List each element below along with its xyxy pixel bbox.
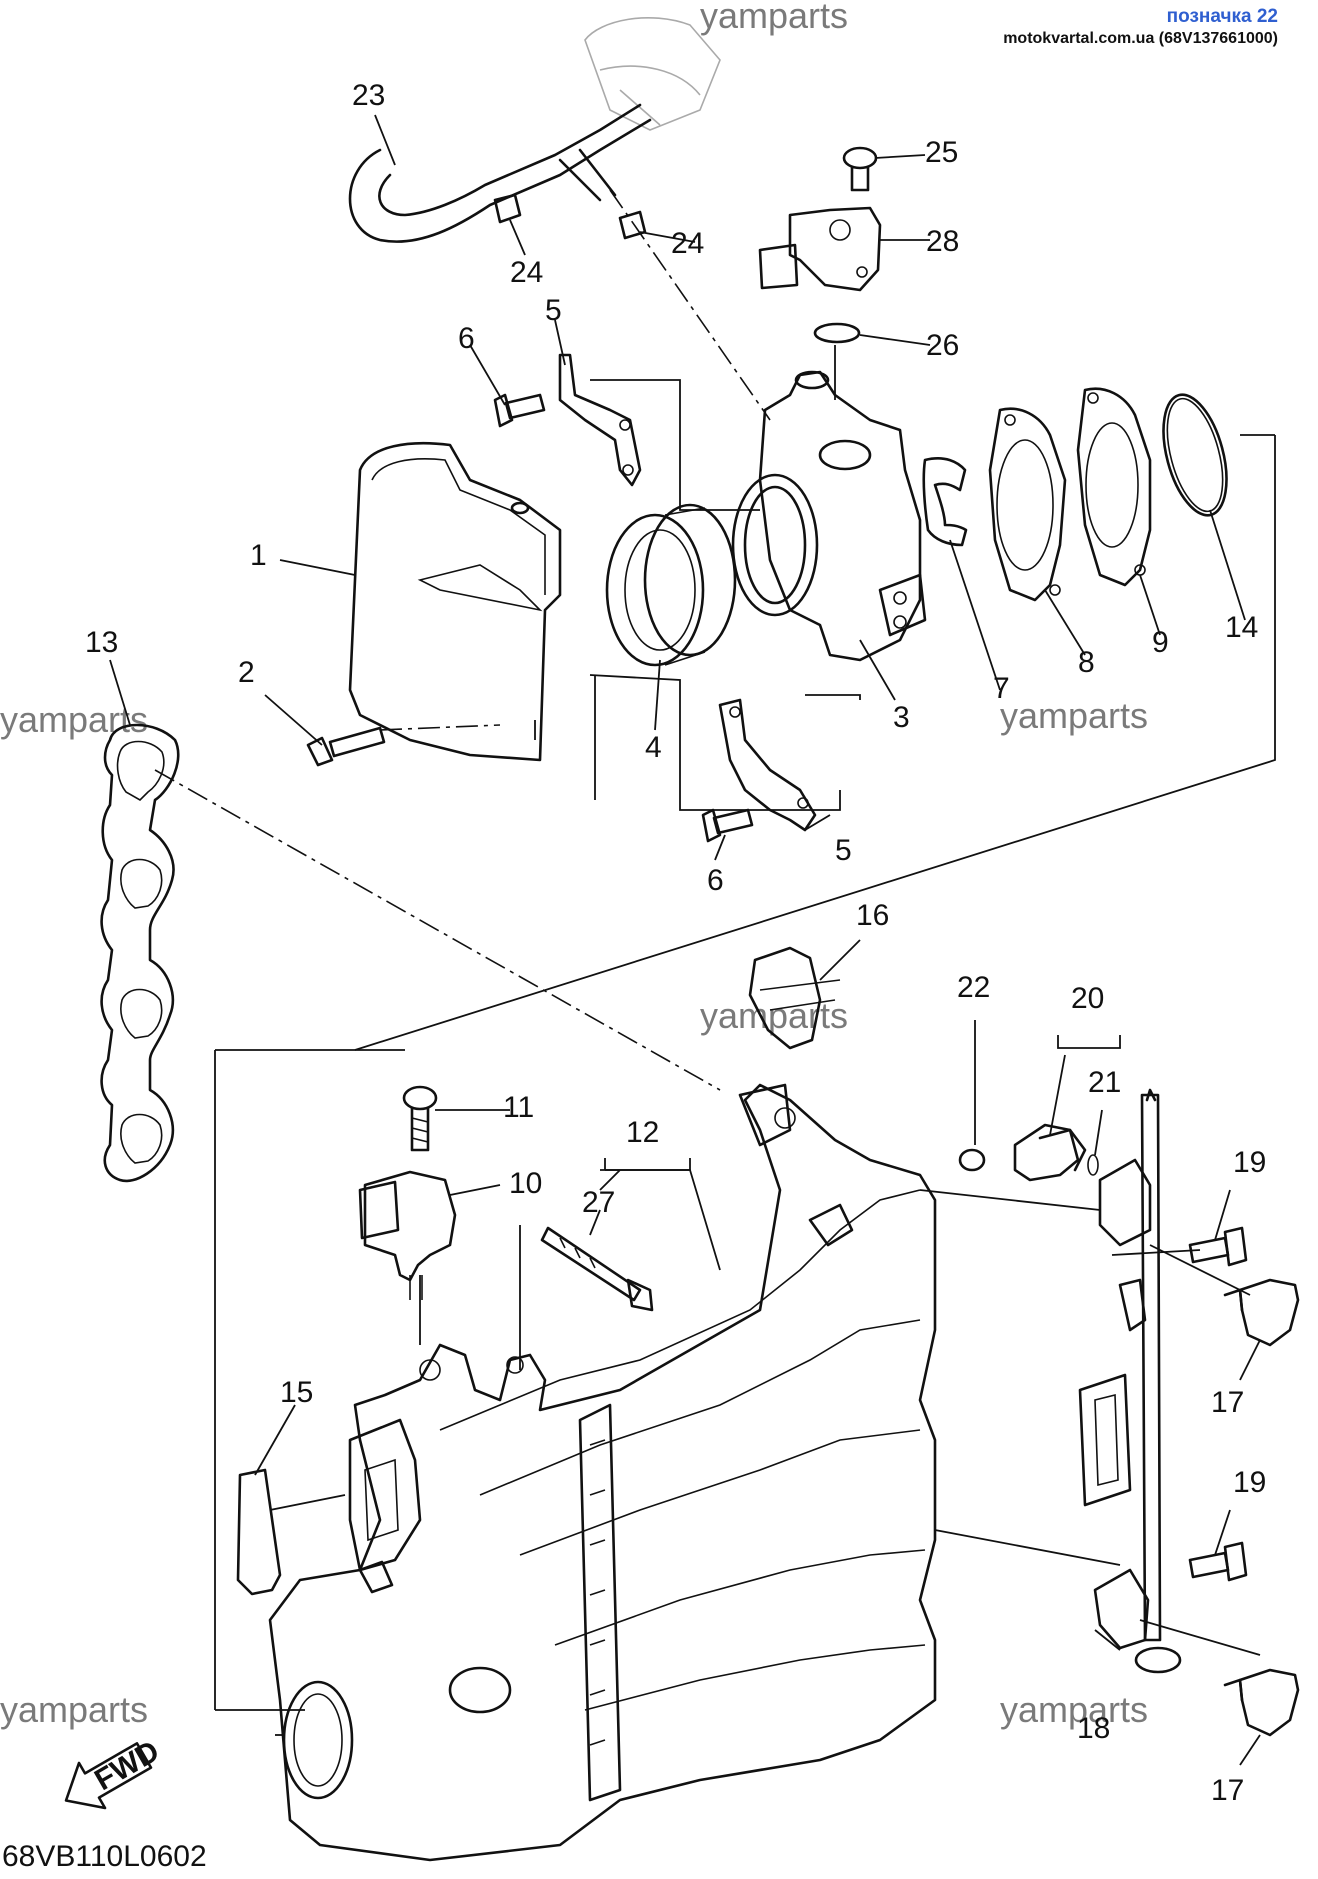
part-25-screw [842, 146, 878, 192]
part-19-bolt [1188, 1541, 1248, 1582]
watermark: yamparts [700, 0, 848, 36]
callout-6-upper: 6 [458, 322, 475, 355]
part-22-seal [958, 1148, 986, 1172]
fwd-direction-arrow: FWD [64, 1734, 165, 1810]
callout-15: 15 [280, 1376, 313, 1409]
watermark: yamparts [1000, 695, 1148, 736]
callout-3: 3 [893, 701, 910, 734]
part-11-screw [402, 1085, 438, 1152]
part-5-bracket [718, 698, 817, 832]
callout-20: 20 [1071, 982, 1104, 1015]
part-27-bolt [540, 1226, 654, 1312]
callout-25: 25 [925, 136, 958, 169]
part-21-o-ring [1087, 1154, 1099, 1176]
part-4-sleeve [605, 503, 737, 667]
part-23-hose [348, 103, 652, 243]
part-16-clip [748, 946, 841, 1050]
part-8-gasket [988, 407, 1067, 602]
callout-12: 12 [626, 1116, 659, 1149]
part-7-seal [922, 457, 968, 547]
part-24-clamp [493, 193, 647, 240]
part-14-o-ring [1162, 393, 1228, 517]
page-header: позначка 22 motokvartal.com.ua (68V13766… [1003, 6, 1278, 50]
part-10-sensor [358, 1170, 457, 1300]
header-title: позначка 22 [1166, 6, 1278, 27]
part-17-connector [1223, 1278, 1300, 1347]
part-12-intake-manifold [268, 1083, 937, 1862]
callout-6-lower: 6 [707, 864, 724, 897]
callout-19-lower: 19 [1233, 1466, 1266, 1499]
callout-11: 11 [503, 1091, 534, 1124]
watermark: yamparts [0, 699, 148, 740]
callout-17-upper: 17 [1211, 1386, 1244, 1419]
callout-24-left: 24 [510, 256, 543, 289]
part-6-bolt [493, 393, 546, 428]
callout-9: 9 [1152, 626, 1169, 659]
callout-4: 4 [645, 731, 662, 764]
callout-7: 7 [993, 672, 1010, 705]
callout-12-bracket [604, 1158, 691, 1171]
part-14-o-ring-inner [1166, 397, 1224, 513]
callout-2: 2 [238, 656, 255, 689]
callout-8: 8 [1078, 646, 1095, 679]
callout-1: 1 [250, 539, 267, 572]
part-17-connector [1223, 1668, 1300, 1737]
callout-26: 26 [926, 329, 959, 362]
part-2-screw [306, 726, 386, 767]
callout-27: 27 [582, 1186, 615, 1219]
part-6-bolt [701, 808, 754, 843]
diagram-code: 68VB110L0602 [2, 1840, 207, 1873]
callout-28: 28 [926, 225, 959, 258]
watermark: yamparts [1000, 1689, 1148, 1730]
watermark: yamparts [0, 1689, 148, 1730]
callout-23: 23 [352, 79, 385, 112]
callout-16: 16 [856, 899, 889, 932]
callout-22: 22 [957, 971, 990, 1004]
part-19-bolt [1188, 1226, 1248, 1267]
part-3-throttle-body [731, 370, 927, 662]
callout-20-bracket [1057, 1035, 1121, 1049]
part-5-bracket [558, 353, 642, 487]
leader-lines [109, 114, 1261, 1766]
callout-18: 18 [1077, 1712, 1110, 1745]
callout-19-upper: 19 [1233, 1146, 1266, 1179]
part-13-manifold-gasket [100, 723, 180, 1183]
part-26-o-ring [813, 322, 861, 344]
callout-13: 13 [85, 626, 118, 659]
fwd-label: FWD [89, 1734, 165, 1797]
callout-labels: 1 2 3 4 5 5 6 6 7 8 9 10 11 12 13 14 15 … [85, 79, 1266, 1807]
callout-10: 10 [509, 1167, 542, 1200]
callout-24-right: 24 [671, 227, 704, 260]
watermarks: yamparts yamparts yamparts yamparts yamp… [0, 0, 1148, 1730]
callout-21: 21 [1088, 1066, 1121, 1099]
callout-5-lower: 5 [835, 834, 852, 867]
fuel-rail [1078, 1088, 1182, 1674]
part-15-gasket [236, 1468, 282, 1596]
callout-17-lower: 17 [1211, 1774, 1244, 1807]
engine-fragment [584, 17, 721, 131]
callout-5-upper: 5 [545, 294, 562, 327]
part-1-intake-duct [348, 442, 562, 762]
callout-14: 14 [1225, 611, 1258, 644]
part-20-injector [1013, 1123, 1087, 1182]
assembly-lines [154, 189, 1276, 1736]
header-source: motokvartal.com.ua (68V137661000) [1003, 30, 1278, 47]
part-9-gasket [1076, 387, 1152, 587]
part-28-throttle-sensor [758, 206, 882, 292]
